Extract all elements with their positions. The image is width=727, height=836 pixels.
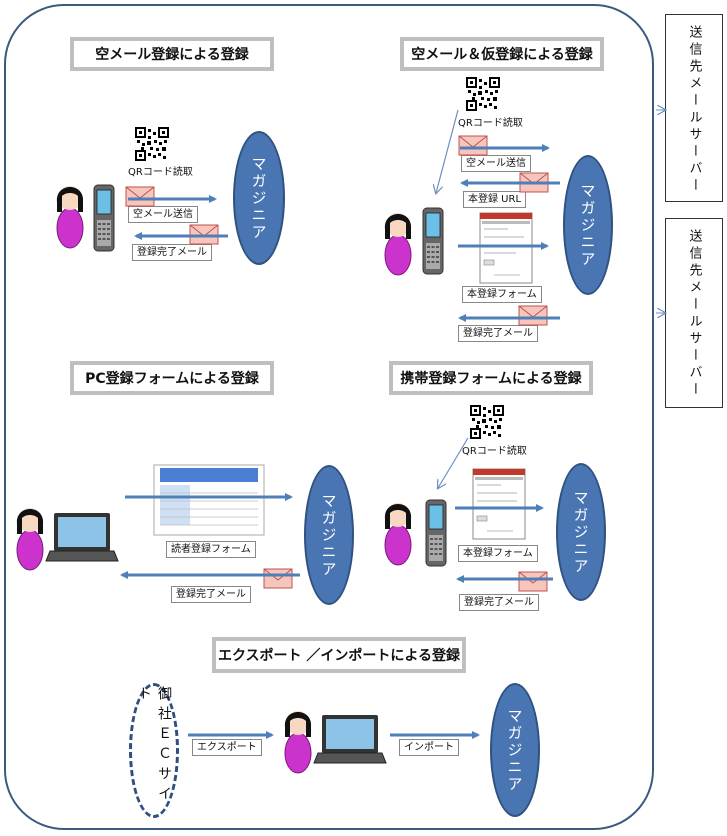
- qr-label-4: QRコード読取: [462, 445, 527, 458]
- service-oval-5: マガジニア: [490, 683, 540, 817]
- envelope-icon-4: [518, 571, 548, 592]
- complete-label-2: 登録完了メール: [458, 325, 538, 342]
- envelope-icon-2c: [518, 305, 548, 326]
- qr-code-icon-4: [470, 405, 504, 439]
- section-title-mobile-form: 携帯登録フォームによる登録: [389, 361, 593, 395]
- complete-label-4: 登録完了メール: [459, 594, 539, 611]
- person-icon-5: [284, 710, 312, 774]
- import-label: インポート: [399, 739, 459, 756]
- service-oval-4: マガジニア: [556, 463, 606, 601]
- mail-server-box-2: 送信先メールサーバー: [665, 218, 723, 408]
- qr-label-1: QRコード読取: [128, 166, 193, 179]
- arrow-qr-2: [436, 109, 459, 193]
- complete-label-1: 登録完了メール: [132, 244, 212, 261]
- mobile-form-image-2: [479, 212, 533, 284]
- envelope-icon-3: [263, 568, 293, 589]
- export-label: エクスポート: [192, 739, 262, 756]
- envelope-icon-1a: [125, 186, 155, 207]
- phone-icon-1: [93, 184, 115, 252]
- mobile-form-image-4: [472, 468, 526, 540]
- person-icon-1: [56, 185, 84, 249]
- form-label-3: 読者登録フォーム: [166, 541, 256, 558]
- mail-server-box-1: 送信先メールサーバー: [665, 14, 723, 202]
- envelope-icon-2a: [458, 135, 488, 156]
- phone-icon-2: [422, 207, 444, 275]
- qr-code-icon-2: [466, 77, 500, 111]
- send-label-1: 空メール送信: [128, 206, 198, 223]
- section-title-pc-form: PC登録フォームによる登録: [70, 361, 274, 395]
- ec-site-oval: 御社ＥＣサイト: [129, 683, 179, 818]
- complete-label-3: 登録完了メール: [171, 586, 251, 603]
- phone-icon-4: [425, 499, 447, 567]
- form-label-2: 本登録フォーム: [462, 286, 542, 303]
- pc-form-image: [153, 464, 265, 536]
- url-label-2: 本登録 URL: [463, 191, 527, 208]
- person-icon-2: [384, 212, 412, 276]
- send-label-2: 空メール送信: [461, 155, 531, 172]
- qr-label-2: QRコード読取: [458, 117, 523, 130]
- qr-code-icon-1: [135, 127, 169, 161]
- laptop-icon-5: [313, 714, 387, 764]
- section-title-empty-mail: 空メール登録による登録: [70, 37, 274, 71]
- service-oval-1: マガジニア: [233, 131, 285, 265]
- section-title-empty-mail-provisional: 空メール＆仮登録による登録: [400, 37, 604, 71]
- form-label-4: 本登録フォーム: [458, 545, 538, 562]
- main-frame: [4, 4, 654, 830]
- laptop-icon-3: [45, 512, 119, 562]
- person-icon-4: [384, 502, 412, 566]
- person-icon-3: [16, 507, 44, 571]
- service-oval-2: マガジニア: [563, 155, 613, 295]
- section-title-export-import: エクスポート ／インポートによる登録: [212, 637, 466, 673]
- service-oval-3: マガジニア: [304, 465, 354, 605]
- arrow-qr-4: [438, 437, 469, 488]
